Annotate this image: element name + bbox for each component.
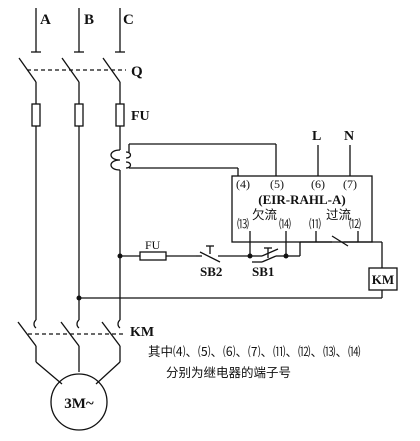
undercurrent-label: 欠流 <box>252 207 278 222</box>
stop-button-sb2 <box>196 245 250 263</box>
motor <box>50 373 108 431</box>
relay-terminal-7: (7) <box>343 177 357 191</box>
control-fuse <box>139 251 167 261</box>
relay-terminal-12: ⑿ <box>349 217 361 231</box>
main-circuit-top <box>35 8 121 52</box>
start-button-sb1 <box>252 247 277 263</box>
phase-c-label: C <box>123 12 134 28</box>
coil-label: KM <box>372 272 394 287</box>
main-fuse-label: FU <box>131 109 150 124</box>
note-line-1: 其中⑷、⑸、⑹、⑺、⑾、⑿、⒀、⒁ <box>148 344 361 359</box>
overcurrent-contact <box>315 231 359 247</box>
contactor-label: KM <box>130 325 154 340</box>
motor-label: 3M~ <box>64 396 94 412</box>
relay-terminal-13: ⒀ <box>237 217 249 231</box>
relay-model: (EIR-RAHL-A) <box>258 192 345 207</box>
switch-q <box>18 51 126 83</box>
stop-button-label: SB2 <box>200 264 222 279</box>
relay-terminal-4: (4) <box>236 177 250 191</box>
contactor-coil <box>368 267 398 291</box>
start-button-label: SB1 <box>252 264 274 279</box>
undercurrent-contact <box>249 231 287 257</box>
note-line-2: 分别为继电器的端子号 <box>166 365 291 380</box>
current-transformer <box>110 143 277 176</box>
relay-terminal-11: ⑾ <box>309 217 321 231</box>
relay-terminal-14: ⒁ <box>279 217 291 231</box>
phase-b-label: B <box>84 12 94 28</box>
supply-l-label: L <box>312 129 321 144</box>
switch-q-label: Q <box>131 64 143 80</box>
control-fuse-label: FU <box>145 238 161 252</box>
main-fuses <box>31 103 125 127</box>
relay-terminal-5: (5) <box>270 177 284 191</box>
phase-a-label: A <box>40 12 51 28</box>
supply-n-label: N <box>344 129 354 144</box>
overcurrent-label: 过流 <box>326 207 352 222</box>
relay-terminal-6: (6) <box>311 177 325 191</box>
contactor-km-main-contacts <box>17 319 126 347</box>
